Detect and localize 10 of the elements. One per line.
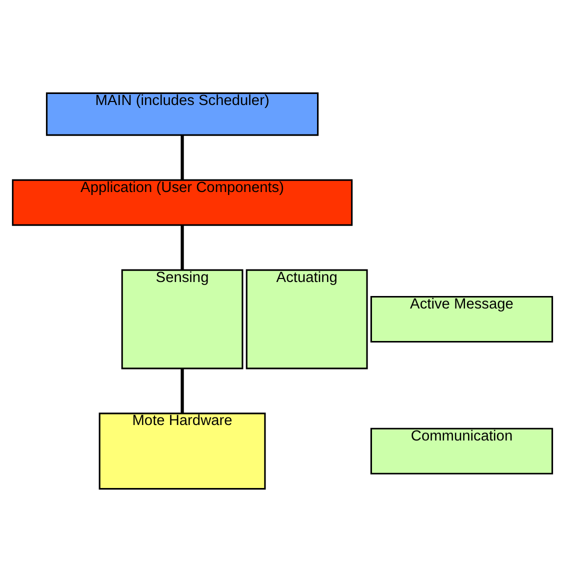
node-box: Actuating [246, 268, 368, 369]
connector [180, 224, 184, 270]
node-box: Sensing [121, 268, 244, 369]
connector [180, 134, 184, 180]
node-box: Application (User Components) [12, 178, 353, 226]
node-box: Active Message [370, 295, 554, 342]
node-box: Communication [370, 427, 554, 474]
node-box: MAIN (includes Scheduler) [46, 92, 319, 136]
node-box: Mote Hardware [98, 412, 266, 490]
connector [180, 368, 184, 413]
